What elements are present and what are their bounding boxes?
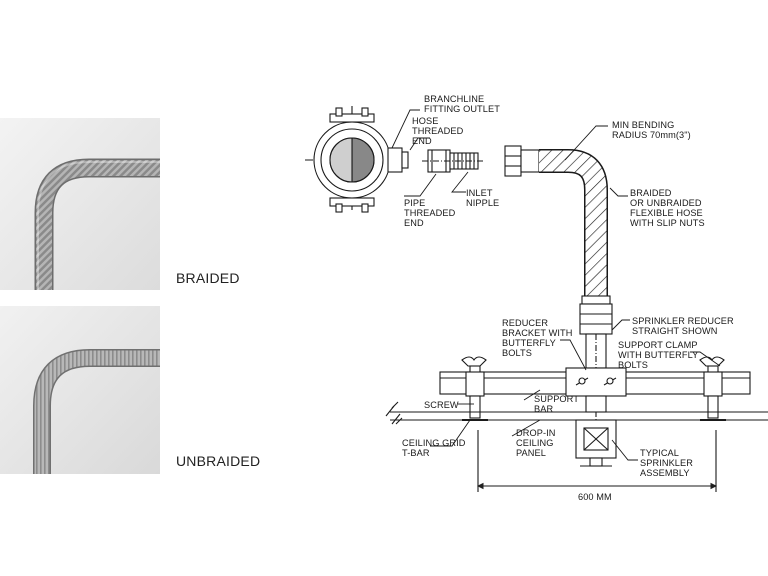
- label-screw: SCREW: [424, 400, 459, 410]
- right-support-clamp: [699, 356, 726, 421]
- label-min-bending-radius: MIN BENDING RADIUS 70mm(3"): [612, 120, 691, 140]
- branchline-fitting: [305, 106, 409, 213]
- flexible-hose: [539, 149, 608, 296]
- sprinkler-head: [575, 395, 617, 467]
- inlet-nipple: [422, 149, 484, 173]
- label-sprinkler-reducer: SPRINKLER REDUCER STRAIGHT SHOWN: [632, 316, 736, 336]
- label-branchline-outlet: BRANCHLINE FITTING OUTLET: [424, 94, 500, 114]
- label-dropin-panel: DROP-IN CEILING PANEL: [516, 428, 558, 458]
- label-typical-sprinkler: TYPICAL SPRINKLER ASSEMBLY: [640, 448, 696, 478]
- label-reducer-bracket: REDUCER BRACKET WITH BUTTERFLY BOLTS: [502, 318, 575, 358]
- unbraided-hose-photo: [0, 306, 160, 474]
- labels: BRANCHLINE FITTING OUTLET HOSE THREADED …: [402, 94, 736, 502]
- label-support-clamp: SUPPORT CLAMP WITH BUTTERFLY BOLTS: [618, 340, 701, 370]
- left-support-clamp: [461, 356, 488, 421]
- reducer-bracket: [565, 367, 627, 397]
- unbraided-caption: UNBRAIDED: [176, 453, 261, 469]
- slip-nut-top: [504, 145, 540, 177]
- label-support-bar: SUPPORT BAR: [534, 394, 581, 414]
- label-pipe-threaded-end: PIPE THREADED END: [404, 198, 458, 228]
- leader-lines: [391, 109, 721, 461]
- label-hose-threaded-end: HOSE THREADED END: [412, 116, 466, 146]
- label-inlet-nipple: INLET NIPPLE: [466, 188, 499, 208]
- label-braided-hose: BRAIDED OR UNBRAIDED FLEXIBLE HOSE WITH …: [630, 188, 705, 228]
- label-dimension: 600 MM: [578, 492, 612, 502]
- braided-hose-photo: [0, 118, 160, 290]
- braided-caption: BRAIDED: [176, 270, 240, 286]
- dimension-600: [476, 430, 718, 492]
- label-ceiling-grid: CEILING GRID T-BAR: [402, 438, 468, 458]
